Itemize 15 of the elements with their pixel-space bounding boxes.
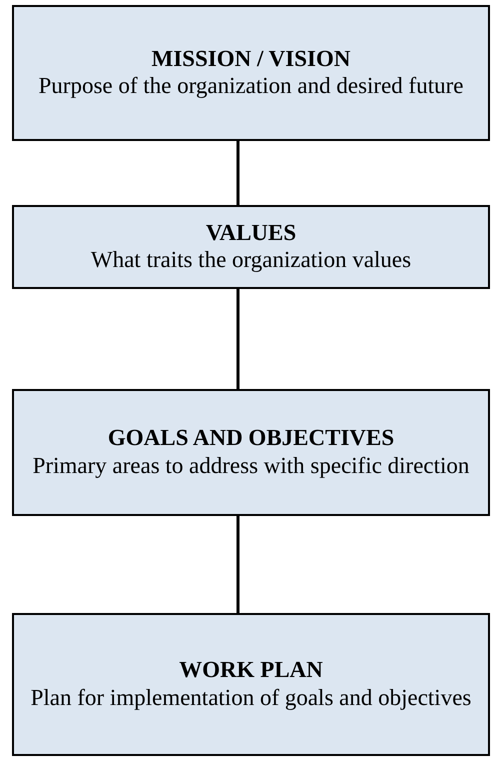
- process-box: [12, 5, 490, 141]
- connector-line: [236, 516, 240, 613]
- process-box: [12, 205, 490, 289]
- box-heading: GOALS AND OBJECTIVES: [108, 424, 394, 452]
- box-description: Purpose of the organization and desired future: [38, 72, 464, 100]
- box-description: Plan for implementation of goals and objectives: [30, 684, 472, 712]
- connector-line: [236, 289, 240, 389]
- box-heading: VALUES: [206, 218, 296, 246]
- box-description: Primary areas to address with specific direction: [32, 452, 470, 480]
- box-heading: WORK PLAN: [179, 656, 323, 684]
- process-box: [12, 389, 490, 516]
- box-description: What traits the organization values: [90, 246, 412, 274]
- connector-line: [236, 141, 240, 205]
- process-box: [12, 613, 490, 756]
- box-heading: MISSION / VISION: [152, 44, 350, 72]
